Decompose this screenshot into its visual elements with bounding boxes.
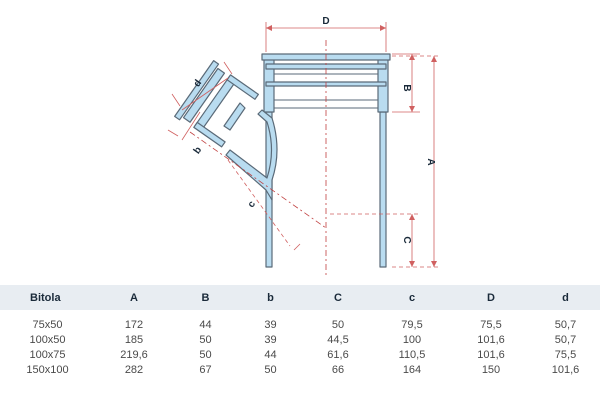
header-D: D — [451, 285, 531, 310]
table-cell: 50 — [264, 364, 277, 376]
table-cell: 50 — [199, 349, 212, 361]
table-cell: 39 — [264, 319, 277, 331]
table-cell: 100x50 — [29, 334, 66, 346]
table-cell: 164 — [402, 364, 422, 376]
table-cell: 44 — [199, 319, 212, 331]
table-cell: 150x100 — [26, 364, 69, 376]
label-d: d — [192, 78, 205, 89]
header-d: d — [531, 285, 600, 310]
junction-diagram: D B A C d b c — [167, 16, 440, 275]
table-cell: 75,5 — [480, 319, 502, 331]
dimension-lines — [167, 22, 440, 268]
table-cell: 75,5 — [554, 349, 577, 361]
header-B: B — [173, 285, 238, 310]
table-cell: 61,6 — [327, 349, 349, 361]
table-cell: 50 — [331, 319, 345, 331]
header-b: b — [238, 285, 303, 310]
header-c: c — [373, 285, 451, 310]
label-A: A — [425, 158, 436, 165]
table-cell: 150 — [481, 364, 501, 376]
table-cell: 50,7 — [554, 319, 577, 331]
table-cell: 39 — [264, 334, 277, 346]
header-bitola: Bitola — [0, 285, 95, 310]
center-lines — [189, 40, 327, 275]
dimensions-table: Bitola A B b C c D d 75x50 172 44 39 50 … — [0, 285, 600, 378]
label-b: b — [192, 145, 205, 156]
table-cell: 66 — [331, 364, 345, 376]
table-header-row: Bitola A B b C c D d — [0, 285, 600, 310]
label-B: B — [401, 84, 412, 91]
table-cell: 282 — [124, 364, 144, 376]
table-cell: 101,6 — [477, 334, 505, 346]
label-D: D — [322, 16, 329, 27]
label-c: c — [246, 199, 258, 210]
table-cell: 110,5 — [398, 349, 426, 361]
table-cell: 44,5 — [327, 334, 349, 346]
table-cell: 101,6 — [477, 349, 505, 361]
table-row: 100x75 219,6 50 44 61,6 110,5 101,6 75,5 — [0, 348, 600, 363]
table-cell: 67 — [199, 364, 212, 376]
table-cell: 100 — [402, 334, 422, 346]
table-cell: 50,7 — [554, 334, 577, 346]
table-row: 100x50 185 50 39 44,5 100 101,6 50,7 — [0, 333, 600, 348]
table-cell: 50 — [199, 334, 212, 346]
table-cell: 100x75 — [29, 349, 66, 361]
header-C: C — [303, 285, 373, 310]
label-C: C — [401, 236, 412, 243]
table-cell: 79,5 — [401, 319, 423, 331]
table-cell: 172 — [124, 319, 144, 331]
header-A: A — [95, 285, 173, 310]
table-cell: 219,6 — [120, 349, 148, 361]
table-cell: 185 — [124, 334, 144, 346]
table-row: 75x50 172 44 39 50 79,5 75,5 50,7 — [0, 318, 600, 333]
table-cell: 75x50 — [32, 319, 63, 331]
arrow-heads — [266, 25, 437, 267]
table-row: 150x100 282 67 50 66 164 150 101,6 — [0, 363, 600, 378]
table-cell: 101,6 — [551, 364, 580, 376]
table-cell: 44 — [264, 349, 277, 361]
